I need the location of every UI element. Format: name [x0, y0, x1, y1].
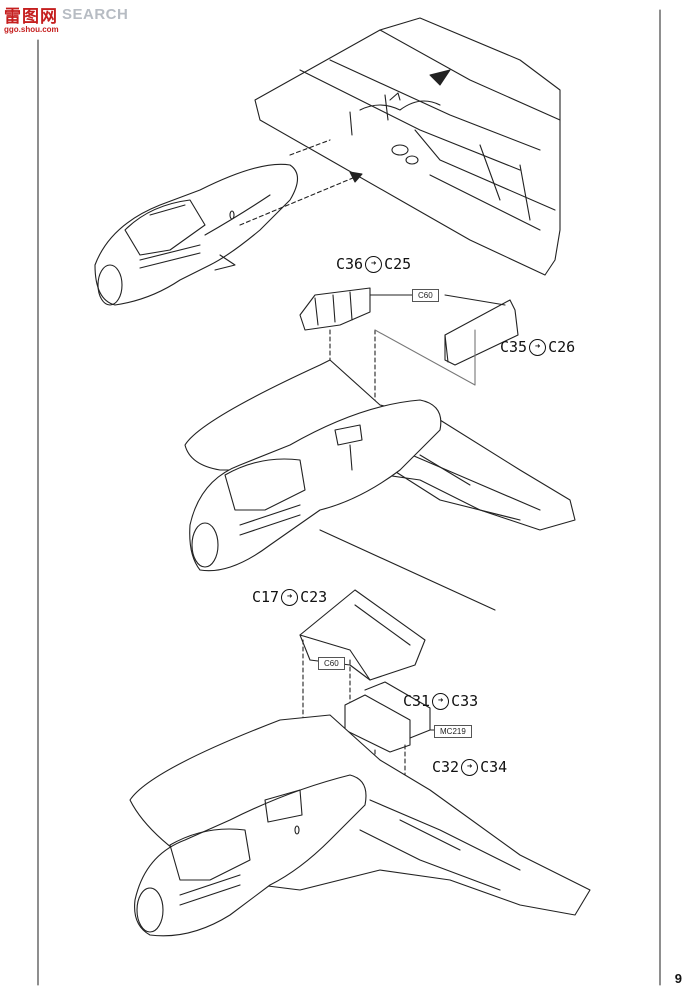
step-c36-c25: C36 ➜ C25: [336, 255, 411, 273]
logo-url-text: ggo.shou.com: [4, 25, 59, 34]
watermark-logo: 雷图网 SEARCH ggo.shou.com: [4, 2, 128, 36]
pitot-line: [319, 529, 496, 611]
guide-arrow: [349, 171, 363, 183]
guide-arrow-wing: [429, 69, 451, 86]
replace-arrow-icon: ➜: [461, 758, 479, 776]
engine-nacelle-top: [94, 163, 299, 306]
part-from: C35: [500, 338, 528, 356]
part-to: C25: [384, 255, 412, 273]
part-tag-mc219: MC219: [434, 725, 472, 738]
logo-cn-text: 雷图网: [4, 7, 58, 26]
part-to: C23: [300, 588, 328, 606]
step-c32-c34: C32 ➜ C34: [432, 758, 507, 776]
part-to: C33: [451, 692, 479, 710]
part-from: C31: [403, 692, 431, 710]
wing-top-view: [254, 17, 561, 276]
step-c17-c23: C17 ➜ C23: [252, 588, 327, 606]
part-tag-c60-top: C60: [412, 289, 439, 302]
engine-nacelle-middle: [189, 399, 442, 572]
engine-nacelle-bottom: [134, 774, 367, 937]
part-to: C34: [480, 758, 508, 776]
logo-en-text: SEARCH: [62, 6, 129, 23]
part-from: C36: [336, 255, 364, 273]
replace-arrow-icon: ➜: [529, 338, 547, 356]
guide-line: [239, 174, 361, 226]
page-number: 9: [674, 971, 682, 986]
bay-door-right-part: [444, 299, 519, 366]
tag-leader-c60-b: [444, 294, 506, 306]
part-to: C26: [548, 338, 576, 356]
step-c35-c26: C35 ➜ C26: [500, 338, 575, 356]
part-from: C32: [432, 758, 460, 776]
replace-arrow-icon: ➜: [281, 588, 299, 606]
replace-arrow-icon: ➜: [432, 692, 450, 710]
step-c31-c33: C31 ➜ C33: [403, 692, 478, 710]
part-from: C17: [252, 588, 280, 606]
bay-door-left-part: [299, 287, 371, 331]
replace-arrow-icon: ➜: [365, 255, 383, 273]
gear-door-parts: [344, 681, 431, 753]
part-tag-c60-bottom: C60: [318, 657, 345, 670]
